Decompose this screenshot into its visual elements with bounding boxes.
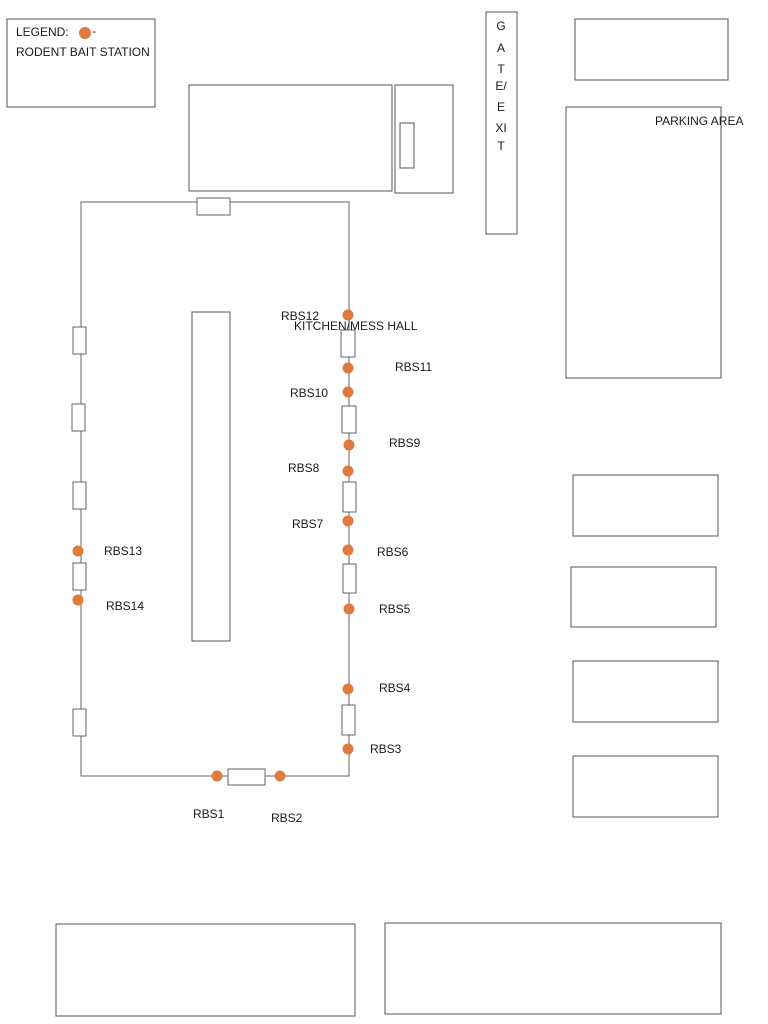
bait-station-rbs11 [342, 362, 354, 374]
gate-letter: A [497, 41, 505, 55]
bait-station-label: RBS6 [377, 545, 409, 559]
bait-station-rbs13 [72, 545, 84, 557]
legend-title: LEGEND: [16, 25, 69, 39]
bait-station-rbs3 [342, 743, 354, 755]
building-right-1 [572, 474, 719, 537]
bait-station-rbs7 [342, 515, 354, 527]
legend-description: RODENT BAIT STATION [16, 45, 150, 59]
bait-station-rbs2 [274, 770, 286, 782]
gate-letter: G [496, 19, 505, 33]
interior-counter [191, 311, 231, 642]
door [72, 562, 87, 591]
bait-station-label: RBS14 [106, 599, 144, 613]
bait-station-label: RBS1 [193, 807, 225, 821]
legend-dash: - [92, 24, 96, 38]
building-bottom-right [384, 922, 722, 1015]
bait-station-label: RBS11 [395, 360, 432, 374]
door [340, 329, 356, 358]
building-bottom-left [55, 923, 356, 1017]
bait-station-label: RBS4 [379, 681, 411, 695]
gate-exit-box [485, 11, 518, 235]
door [72, 326, 87, 355]
bait-station-rbs5 [343, 603, 355, 615]
gate-letter: E [497, 100, 505, 114]
bait-station-rbs1 [211, 770, 223, 782]
bait-station-label: RBS12 [281, 309, 319, 323]
gate-letter: XI [495, 121, 506, 135]
door [342, 563, 357, 594]
legend: LEGEND: - RODENT BAIT STATION [6, 18, 156, 108]
door [342, 481, 357, 513]
bait-station-label: RBS9 [389, 436, 421, 450]
bait-station-label: RBS5 [379, 602, 411, 616]
building-right-2 [570, 566, 717, 628]
door [72, 708, 87, 737]
bait-station-rbs9 [343, 439, 355, 451]
bait-station-rbs8 [342, 465, 354, 477]
bait-station-label: RBS2 [271, 811, 303, 825]
bait-station-rbs10 [342, 386, 354, 398]
parking-area-label: PARKING AREA [655, 114, 743, 128]
legend-bait-station-icon [79, 27, 91, 39]
bait-station-rbs12 [342, 309, 354, 321]
bait-station-label: RBS13 [104, 544, 142, 558]
gate-letter: T [497, 139, 505, 153]
building-right-3 [572, 660, 719, 723]
gate-letter: T [497, 62, 505, 76]
bait-station-rbs14 [72, 594, 84, 606]
door-top-small [399, 122, 415, 169]
bait-station-label: RBS7 [292, 517, 324, 531]
door [72, 481, 87, 510]
bait-station-label: RBS10 [290, 386, 328, 400]
bait-station-label: RBS3 [370, 742, 402, 756]
door [196, 197, 231, 216]
door [341, 405, 357, 434]
parking-area [565, 106, 722, 379]
doors [71, 197, 357, 786]
building-top-left [188, 84, 393, 192]
bait-station-label: RBS8 [288, 461, 320, 475]
kitchen-label: KITCHEN/MESS HALL [294, 319, 418, 333]
gate-letter: E/ [495, 79, 507, 93]
bait-station-rbs4 [342, 683, 354, 695]
bait-station-rbs6 [342, 544, 354, 556]
door [341, 704, 356, 736]
gate-exit: G A T E/ E XI T [485, 11, 518, 235]
building-right-4 [572, 755, 719, 818]
door [71, 403, 86, 432]
building-top-right [574, 18, 729, 81]
bait-stations: RBS1 RBS2 RBS3 RBS4 RBS5 RBS6 RBS7 RBS8 … [72, 309, 432, 825]
door [227, 768, 266, 786]
